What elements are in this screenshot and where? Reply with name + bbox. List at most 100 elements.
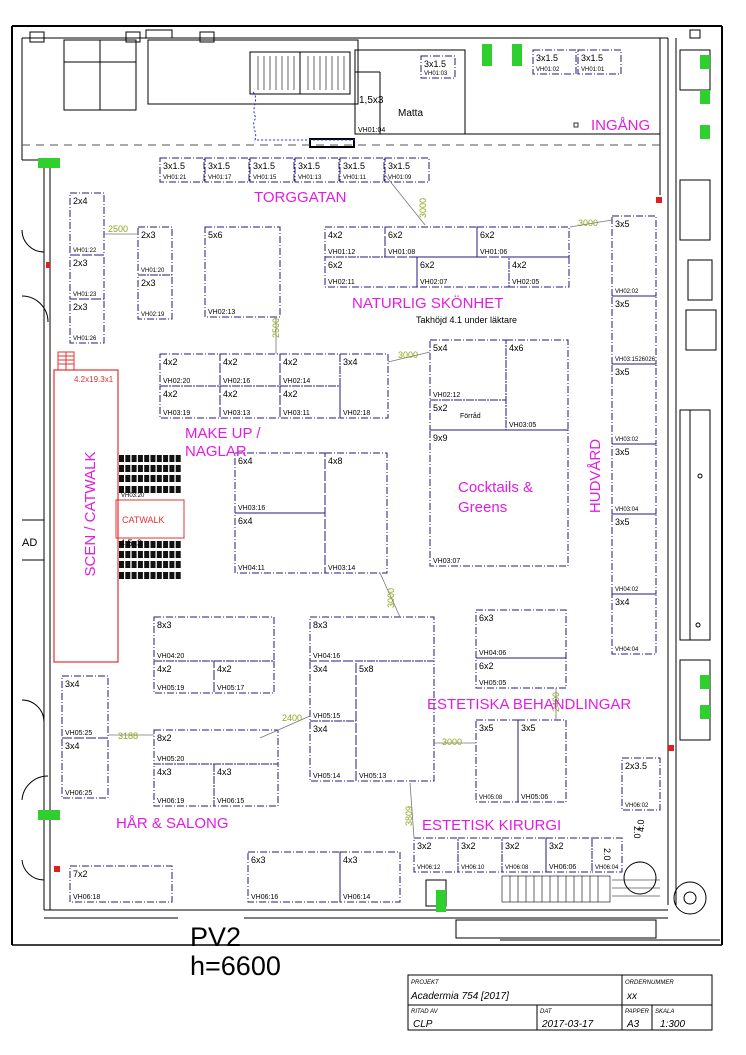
booth-VH06:04[interactable]: VH06:04 (591, 837, 623, 873)
booth-size: 3x2 (417, 841, 432, 851)
seat (163, 465, 169, 472)
booth-size: 4x2 (328, 230, 343, 240)
booth-size: 2x3 (73, 258, 88, 268)
seat (131, 551, 137, 558)
booth-id: VH03:05 (509, 422, 536, 429)
booth-size: 6x3 (479, 613, 494, 623)
seat (137, 475, 143, 482)
blue-boundary (252, 91, 355, 141)
booth-size: 3x1.5 (298, 161, 320, 171)
booth-id: VH03:13 (223, 410, 250, 417)
booth-outline (69, 865, 173, 903)
stage (53, 351, 185, 663)
booth-id: VH06:10 (461, 865, 485, 871)
distance-label: 3000 (442, 737, 462, 747)
seat (169, 465, 175, 472)
drawn-label: RITAD AV (411, 1009, 439, 1015)
booth-outline (294, 157, 340, 183)
zone-hudvard: HUDVÅRD (587, 439, 604, 513)
seat (175, 561, 181, 568)
seat (169, 475, 175, 482)
booth-id: VH02:05 (512, 279, 539, 286)
seat (175, 572, 181, 579)
zone-estetiska: ESTETISKA BEHANDLINGAR (427, 696, 631, 713)
booth-id: VH01:11 (343, 175, 367, 181)
distance-line (379, 572, 401, 618)
booth-size: 4x2 (163, 357, 178, 367)
seat (144, 551, 150, 558)
booth-outline (137, 274, 173, 320)
booth-outline (339, 851, 401, 903)
distance-line (384, 174, 426, 226)
booth-VH03:20[interactable]: VH03:20 (121, 493, 145, 499)
booth-outline (213, 660, 275, 694)
booth-size: 4x2 (157, 664, 172, 674)
